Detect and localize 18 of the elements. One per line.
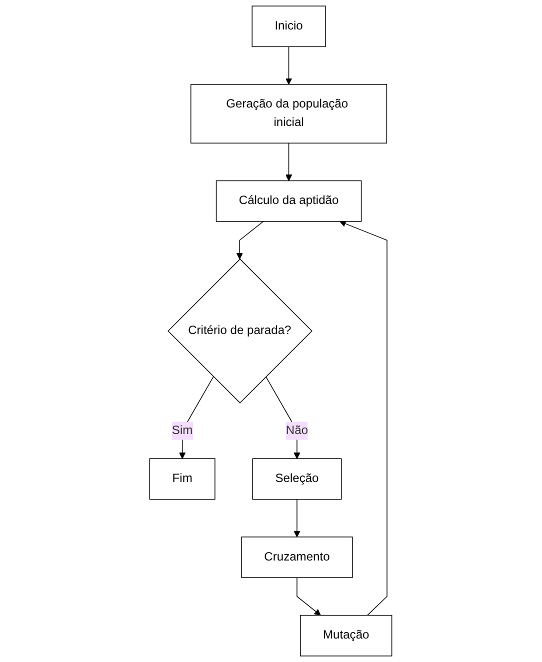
arrow [340, 220, 388, 616]
edge-label: Não [286, 424, 308, 437]
node-box: Seleção [252, 458, 342, 500]
node-box: Inicio [252, 6, 326, 48]
node-box: Fim [150, 458, 216, 500]
arrow [286, 46, 292, 85]
arrow [179, 376, 214, 459]
node-box: Cruzamento [241, 536, 354, 578]
arrow [294, 498, 301, 538]
arrow [296, 577, 322, 616]
node-box: Mutação [300, 614, 392, 656]
node-diamond: Critério de parada? [168, 258, 313, 404]
node-box: Cálculo da aptidão [216, 180, 362, 222]
arrow [236, 221, 264, 260]
arrow [286, 142, 292, 182]
edge-label: Sim [172, 424, 193, 437]
arrow [266, 376, 301, 459]
node-box: Geração da população inicial [190, 84, 388, 144]
